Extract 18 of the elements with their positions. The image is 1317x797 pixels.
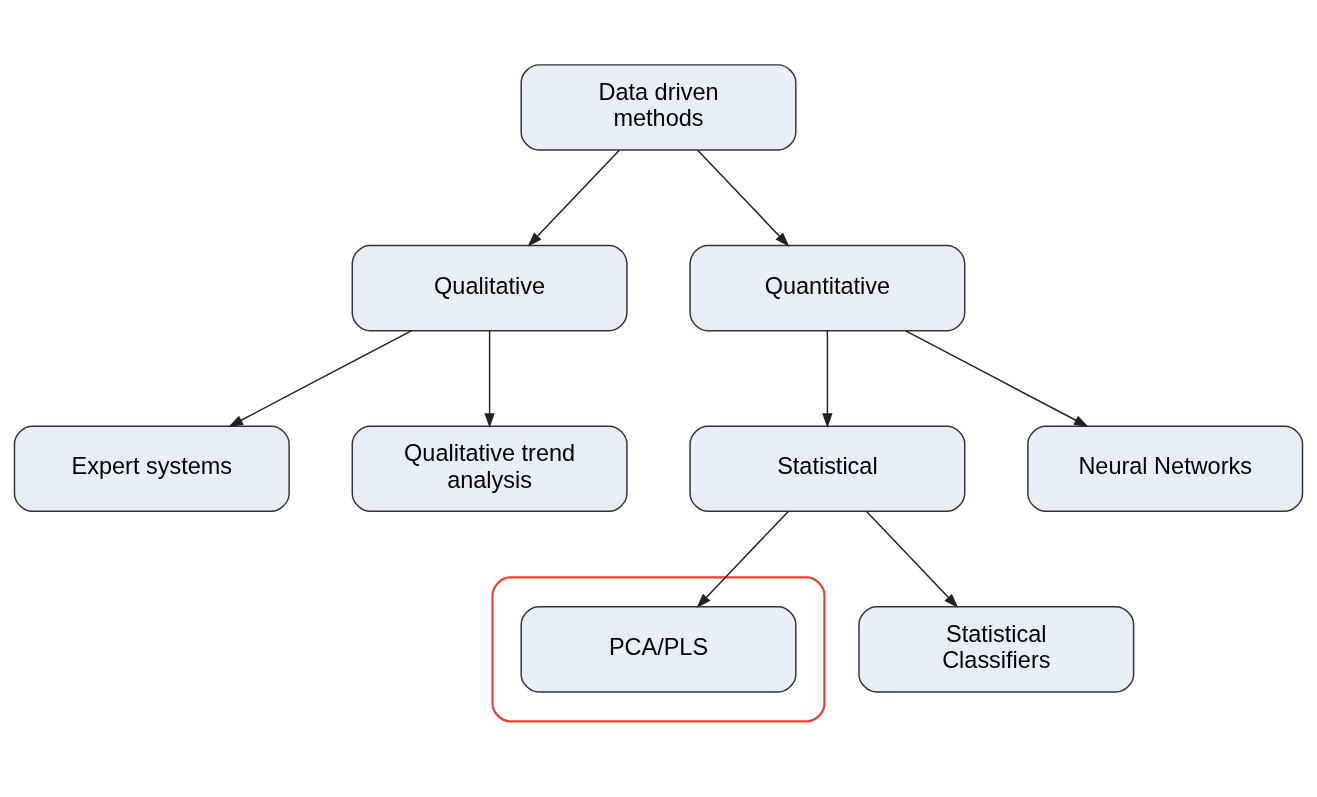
node-box: Expert systems [13,424,290,512]
arrow [696,510,789,608]
node-box: Neural Networks [1027,424,1304,512]
node-box: Qualitative trend analysis [351,424,628,512]
arrow [905,329,1089,427]
arrow [228,329,412,427]
cluster [491,575,826,722]
node-box: Statistical [689,424,966,512]
arrow [484,329,495,428]
node-box: Data driven methods [520,63,797,151]
arrow [527,148,621,247]
node-box: PCA/PLS [520,605,797,693]
node-box: Qualitative [351,244,628,331]
arrow [696,148,790,247]
node-box: Quantitative [689,244,966,331]
arrow [865,510,959,608]
node-box: Statistical Classifiers [858,605,1135,693]
arrow [822,329,833,428]
